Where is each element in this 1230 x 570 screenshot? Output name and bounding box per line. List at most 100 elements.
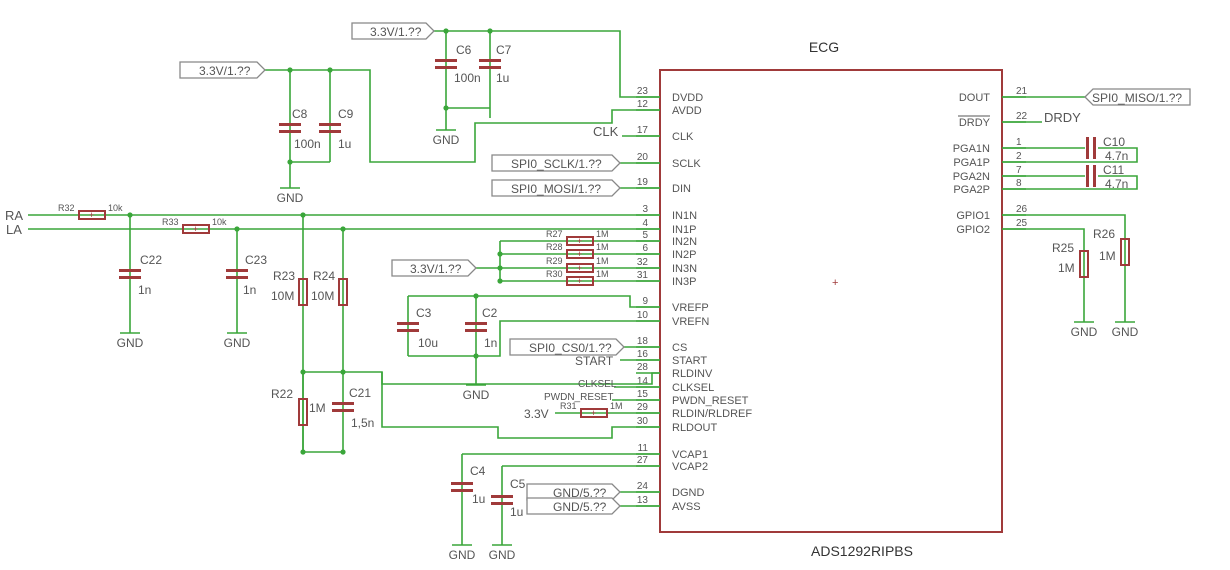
resistor-mark: +: [193, 224, 198, 234]
flag-gnd5-a: [526, 483, 621, 501]
junction-dot: [497, 278, 503, 284]
junction-dot: [443, 28, 449, 34]
pin-name: PGA2P: [953, 184, 990, 196]
ref-label: R25: [1052, 241, 1074, 255]
ref-label: C7: [496, 43, 512, 57]
pin-number: 14: [637, 376, 649, 387]
value-label: 10k: [212, 217, 227, 227]
pin-name: AVSS: [672, 501, 701, 513]
resistor-mark: +: [577, 276, 582, 286]
flag-gnd5-b-text: GND/5.??: [553, 500, 607, 514]
value-label: 1u: [338, 137, 351, 151]
pin-name: VREFP: [672, 302, 709, 314]
value-label: 1M: [596, 269, 609, 279]
value-label: 1u: [472, 492, 485, 506]
ground-symbol: GND: [1071, 321, 1098, 339]
resistor-mark: +: [577, 236, 582, 246]
value-label: 10M: [311, 289, 334, 303]
pin-name: RLDIN/RLDREF: [672, 408, 752, 420]
value-label: 1M: [1099, 249, 1116, 263]
pin-number: 29: [637, 402, 649, 413]
value-label: 1,5n: [351, 416, 374, 430]
ref-label: C6: [456, 43, 472, 57]
pin-number: 27: [637, 455, 649, 466]
pin-name: DVDD: [672, 92, 703, 104]
junction-dot: [300, 212, 306, 218]
flag-cs0: [509, 338, 625, 356]
pin-number: 26: [1016, 204, 1028, 215]
flag-mosi-text: SPI0_MOSI/1.??: [511, 182, 601, 196]
pin-number: 23: [637, 86, 649, 97]
pin-name: IN2N: [672, 236, 697, 248]
pin-number: 24: [637, 481, 649, 492]
value-label: 4.7n: [1105, 177, 1128, 191]
ground-label: GND: [1071, 325, 1098, 339]
ref-label: R31: [560, 401, 577, 411]
pin-name: RLDOUT: [672, 422, 718, 434]
ref-label: R24: [313, 269, 335, 283]
value-label: 1M: [596, 242, 609, 252]
junction-dot: [127, 212, 133, 218]
resistor-r29: + R29 1M: [546, 256, 609, 273]
ref-label: R28: [546, 242, 563, 252]
ground-label: GND: [224, 336, 251, 350]
value-label: 1M: [596, 256, 609, 266]
pin-name: CLK: [672, 131, 694, 143]
ground-symbol: GND: [1112, 321, 1139, 339]
pin-number: 2: [1016, 151, 1022, 162]
pin-number: 5: [642, 230, 648, 241]
value-label: 1n: [243, 283, 256, 297]
resistor-r28: + R28 1M: [546, 242, 609, 259]
chip-right-pins: 21DOUT22DRDY1PGA1N2PGA1P7PGA2N8PGA2P26GP…: [953, 86, 1028, 236]
ref-label: R32: [58, 203, 75, 213]
pin-number: 4: [642, 218, 648, 229]
ground-symbol: GND: [463, 384, 490, 402]
ref-label: R29: [546, 256, 563, 266]
chip-left-pins: 23DVDD12AVDD17CLK20SCLK19DIN3IN1N4IN1P5I…: [636, 86, 752, 513]
resistor-mark: +: [577, 249, 582, 259]
junction-dot: [327, 67, 333, 73]
ground-symbol: GND: [449, 544, 476, 562]
ads1292-chip: ECG ADS1292RIPBS +: [659, 39, 1003, 559]
resistor-mark: +: [577, 263, 582, 273]
junction-dot: [497, 251, 503, 257]
capacitor-c6: C6 100n: [435, 43, 481, 85]
ref-label: C8: [292, 107, 308, 121]
pin-number: 3: [642, 204, 648, 215]
value-label: 100n: [454, 71, 481, 85]
junction-dots: [127, 28, 503, 455]
pin-number: 19: [637, 177, 649, 188]
flag-miso: [1084, 88, 1191, 106]
pin-number: 7: [1016, 165, 1022, 176]
resistor-mark: +: [89, 210, 94, 220]
pin-name: IN1P: [672, 224, 696, 236]
ref-label: C2: [482, 306, 498, 320]
ref-label: C9: [338, 107, 354, 121]
pin-name: VCAP2: [672, 461, 708, 473]
ground-label: GND: [117, 336, 144, 350]
flag-3v3-top-text: 3.3V/1.??: [370, 25, 422, 39]
chip-origin-mark: +: [832, 277, 838, 289]
junction-dot: [497, 265, 503, 271]
pin-name: PGA2N: [953, 171, 990, 183]
flag-3v3-top: [351, 22, 435, 40]
junction-dot: [287, 67, 293, 73]
net-ra: RA: [5, 208, 23, 223]
net-flags: 3.3V/1.?? 3.3V/1.?? 3.3V/1.?? SPI0_SCLK/…: [5, 22, 1191, 515]
value-label: 100n: [294, 137, 321, 151]
ground-label: GND: [433, 133, 460, 147]
pin-name: PGA1P: [953, 157, 990, 169]
pin-name: PGA1N: [953, 143, 990, 155]
pin-number: 1: [1016, 137, 1022, 148]
flag-miso-text: SPI0_MISO/1.??: [1092, 91, 1182, 105]
ref-label: R27: [546, 229, 563, 239]
pin-name: VCAP1: [672, 449, 708, 461]
